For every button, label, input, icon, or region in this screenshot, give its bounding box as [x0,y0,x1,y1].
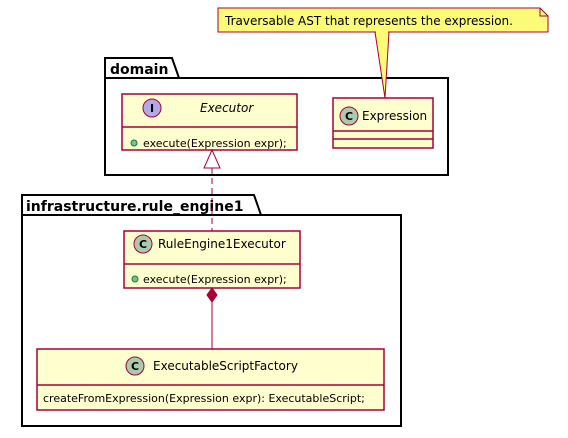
expression-name: Expression [362,109,427,123]
rule-engine-method: execute(Expression expr); [143,273,287,286]
interface-badge-icon [142,98,162,118]
note: Traversable AST that represents the expr… [217,7,549,99]
class-executable-script-factory[interactable]: C ExecutableScriptFactory createFromExpr… [36,348,385,411]
package-domain-title: domain [110,62,168,78]
note-text: Traversable AST that represents the expr… [224,14,513,28]
package-infrastructure-title: infrastructure.rule_engine1 [26,199,243,215]
executor-method: execute(Expression expr); [143,137,287,150]
public-method-icon [130,139,138,147]
executor-name: Executor [200,101,254,115]
rule-engine-badge-letter: C [139,238,147,251]
factory-badge-letter: C [131,360,139,373]
composition-link [206,287,218,349]
class-badge-icon [125,356,145,376]
class-badge-icon [339,106,359,126]
class-rule-engine1-executor[interactable]: C RuleEngine1Executor execute(Expression… [123,230,301,289]
executor-badge-letter: I [150,102,154,115]
class-badge-icon [133,234,153,254]
interface-executor[interactable]: I Executor execute(Expression expr); [121,93,298,151]
realization-arrow [203,148,221,231]
expression-badge-letter: C [345,110,353,123]
factory-method: createFromExpression(Expression expr): E… [43,392,365,405]
factory-name: ExecutableScriptFactory [153,359,298,373]
class-expression[interactable]: C Expression [332,97,434,149]
rule-engine-name: RuleEngine1Executor [158,237,286,251]
public-method-icon [131,275,139,283]
